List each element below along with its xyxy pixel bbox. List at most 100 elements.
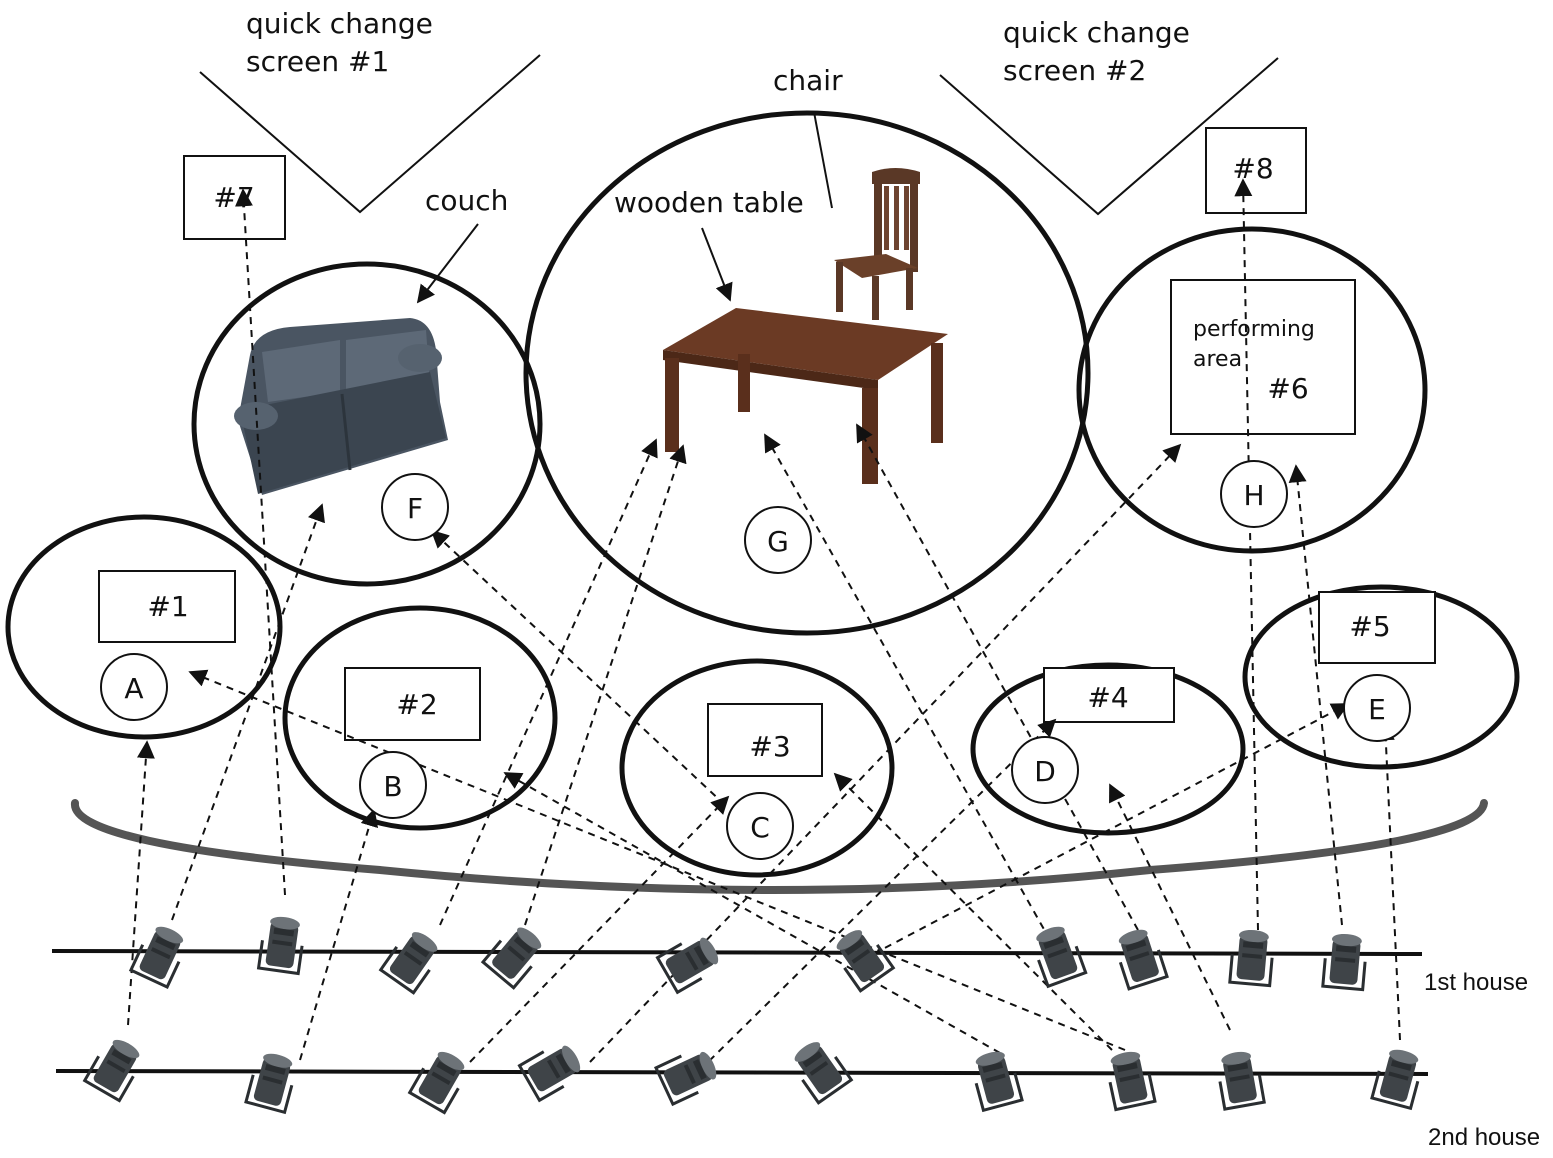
beam-to-table-front [524,444,687,926]
stage-light-icon [1321,930,1369,992]
area-box-1 [98,570,236,643]
beam-to-b [299,808,379,1061]
area-letter-b: B [383,770,402,803]
stage-light-icon [83,1032,148,1103]
beam-to-chair [856,423,1139,931]
stage-light-icon [967,1046,1024,1112]
area-letter-g-circle [744,506,812,574]
stage-light-icon [379,924,446,995]
area-ring-d [970,662,1246,836]
area-ring-f [191,261,543,587]
stage-light-icon [1370,1044,1427,1110]
stage-light-icon [1213,1047,1266,1111]
stage-light-icon [655,929,726,994]
performing-area-line1: performing [1193,317,1315,342]
beam-to-c [469,795,730,1063]
beam-to-4 [699,718,1057,1071]
area-ring-b [282,605,558,831]
screen1-label-line2: screen #1 [246,45,389,78]
stage-light-icon [654,1043,724,1106]
area-box-2 [344,667,481,741]
area-letter-a: A [124,672,143,705]
chair-icon [834,168,920,320]
area-box-7 [183,155,286,240]
beam-to-table-left [439,438,658,926]
couch-icon [234,318,448,495]
table-icon [663,308,948,484]
performing-area-line2: area [1193,347,1242,372]
stage-light-icon [129,919,192,989]
beam-to-2 [503,772,1001,1054]
chair-label: chair [773,64,843,97]
stage-apron [71,799,1488,894]
stage-light-icon [481,919,550,990]
area-letter-e-circle [1343,674,1411,742]
quick-change-screen-1 [199,54,541,214]
area-number-7: #7 [213,181,254,214]
area-letter-h: H [1243,479,1264,512]
beam-to-e [861,703,1350,961]
area-number-4: #4 [1087,681,1128,714]
beam-to-e-2 [1376,722,1401,1041]
stage-light-icon [1110,923,1169,991]
area-letter-b-circle [359,751,427,819]
beam-to-f [430,529,726,806]
stage-light-icon [828,922,895,993]
screen1-label-line1: quick change [246,7,433,40]
beam-to-3 [833,772,1113,1051]
stage-light-icon [517,1037,588,1102]
screen2-label-line2: screen #2 [1003,54,1146,87]
first-house-pipe [51,949,1423,956]
area-letter-c: C [750,811,770,844]
area-letter-d-circle [1011,736,1079,804]
area-letter-g: G [767,525,789,558]
second-house-label: 2nd house [1428,1124,1540,1151]
area-box-4 [1043,667,1175,723]
beam-to-7 [234,188,286,896]
stage-light-icon [257,912,308,976]
beam-to-a [127,740,155,1026]
chair-leader [813,111,833,209]
area-box-5 [1318,591,1436,664]
stage-light-icon [408,1044,473,1115]
area-ring-c [619,658,895,878]
area-number-2: #2 [396,688,437,721]
beam-to-8 [1234,178,1259,931]
area-letter-c-circle [726,792,794,860]
first-house-label: 1st house [1424,969,1528,996]
table-label: wooden table [614,186,804,219]
screen2-label-line1: quick change [1003,16,1190,49]
stage-light-icon [1103,1046,1157,1112]
area-box-3 [707,703,823,777]
couch-leader [416,223,479,304]
beam-a-cross [188,669,1126,1051]
stage-light-icon [244,1048,301,1114]
area-letter-h-circle [1220,460,1288,528]
area-box-8 [1205,127,1307,214]
area-letter-f: F [407,492,423,525]
area-number-8: #8 [1232,152,1273,185]
couch-label: couch [425,184,508,217]
area-number-6: #6 [1267,372,1308,405]
area-letter-d: D [1034,755,1056,788]
stage-light-icon [1228,926,1276,988]
stage-light-icon [786,1034,853,1105]
area-ring-a [5,514,283,740]
area-number-3: #3 [749,730,790,763]
beam-to-couch [171,503,325,921]
area-ring-g [523,110,1091,636]
focus-beams [127,178,1401,1071]
beam-to-d [1109,783,1231,1031]
area-ring-e [1242,584,1520,770]
area-number-5: #5 [1349,610,1390,643]
area-letter-a-circle [100,653,168,721]
area-number-1: #1 [147,590,188,623]
area-letter-f-circle [381,473,449,541]
area-box-6 [1170,279,1356,435]
table-leader [701,227,733,302]
area-ring-h [1076,226,1428,554]
beam-to-table-right [764,433,1051,941]
quick-change-screen-2 [939,57,1279,216]
